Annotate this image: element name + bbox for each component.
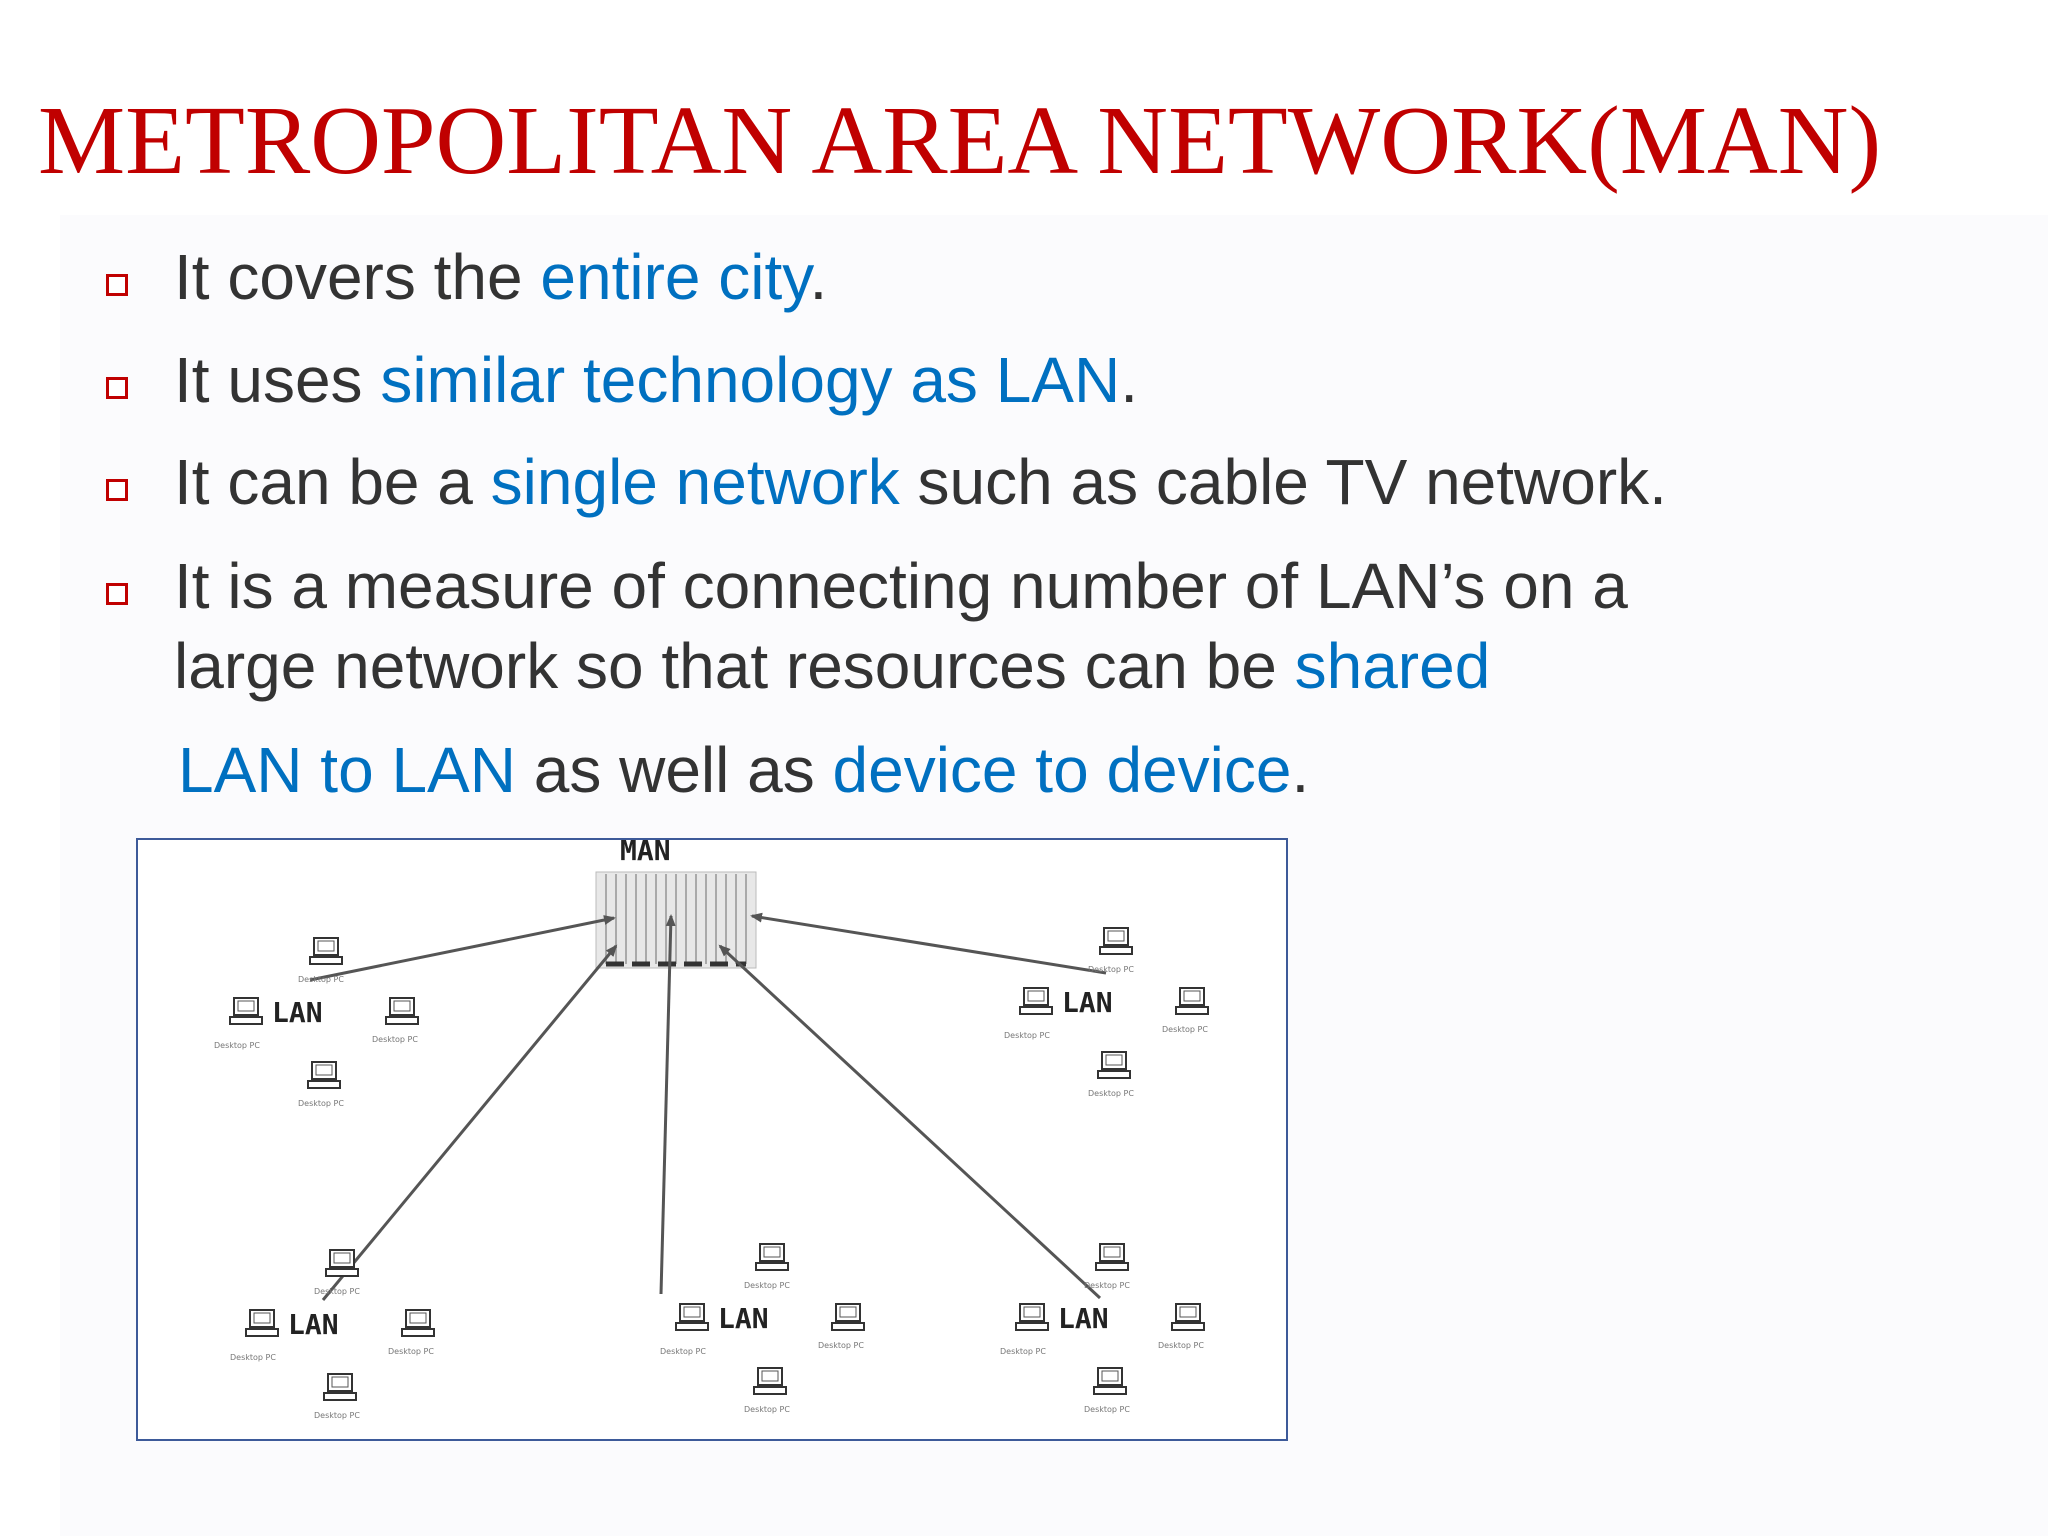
svg-text:Desktop PC: Desktop PC bbox=[1158, 1341, 1204, 1350]
svg-text:Desktop PC: Desktop PC bbox=[744, 1405, 790, 1414]
svg-text:Desktop PC: Desktop PC bbox=[1084, 1405, 1130, 1414]
desktop-pc-icon bbox=[1019, 987, 1053, 1015]
svg-text:Desktop PC: Desktop PC bbox=[818, 1341, 864, 1350]
man-hub-label: MAN bbox=[620, 840, 671, 867]
bullet-marker-icon bbox=[106, 274, 128, 296]
bullet-4-line-3: LAN to LAN as well as device to device. bbox=[178, 738, 1309, 802]
desktop-pc-icon bbox=[831, 1303, 865, 1331]
svg-text:Desktop PC: Desktop PC bbox=[660, 1347, 706, 1356]
svg-text:Desktop PC: Desktop PC bbox=[1162, 1025, 1208, 1034]
svg-text:Desktop PC: Desktop PC bbox=[298, 1099, 344, 1108]
desktop-pc-icon bbox=[245, 1309, 279, 1337]
man-diagram-figure: MAN bbox=[136, 838, 1288, 1441]
svg-text:Desktop PC: Desktop PC bbox=[1000, 1347, 1046, 1356]
desktop-pc-icon bbox=[1095, 1243, 1129, 1271]
bullet-3-part-1: It can be a bbox=[174, 446, 491, 518]
bullet-2-part-1: It uses bbox=[174, 344, 381, 416]
desktop-pc-icon bbox=[325, 1249, 359, 1277]
svg-text:Desktop PC: Desktop PC bbox=[388, 1347, 434, 1356]
bullet-3-text: It can be a single network such as cable… bbox=[174, 450, 1667, 514]
bullet-1-highlight: entire city bbox=[540, 241, 810, 313]
svg-text:Desktop PC: Desktop PC bbox=[214, 1041, 260, 1050]
lan-label: LAN bbox=[718, 1302, 769, 1335]
desktop-pc-icon bbox=[753, 1367, 787, 1395]
lan-cluster: LAN Desktop PC Desktop PC Desktop PC Des… bbox=[1000, 1243, 1205, 1414]
bullet-3-part-3: such as cable TV network. bbox=[899, 446, 1667, 518]
bullet-1-part-3: . bbox=[809, 241, 828, 313]
bullet-4-line-2: large network so that resources can be s… bbox=[174, 634, 1490, 698]
bullet-2-text: It uses similar technology as LAN. bbox=[174, 348, 1138, 412]
svg-text:Desktop PC: Desktop PC bbox=[314, 1287, 360, 1296]
desktop-pc-icon bbox=[401, 1309, 435, 1337]
svg-text:Desktop PC: Desktop PC bbox=[314, 1411, 360, 1420]
desktop-pc-icon bbox=[1015, 1303, 1049, 1331]
svg-text:Desktop PC: Desktop PC bbox=[1084, 1281, 1130, 1290]
bullet-4-line-3-part-2: as well as bbox=[515, 734, 833, 806]
lan-label: LAN bbox=[1058, 1302, 1109, 1335]
lan-label: LAN bbox=[272, 996, 323, 1029]
man-diagram: MAN bbox=[214, 840, 1209, 1420]
svg-text:Desktop PC: Desktop PC bbox=[230, 1353, 276, 1362]
bullet-2-part-3: . bbox=[1120, 344, 1138, 416]
bullet-4-line-3-part-4: . bbox=[1291, 734, 1310, 806]
lan-label: LAN bbox=[288, 1308, 339, 1341]
bullet-marker-icon bbox=[106, 377, 128, 399]
svg-text:Desktop PC: Desktop PC bbox=[1088, 1089, 1134, 1098]
desktop-pc-icon bbox=[307, 1061, 341, 1089]
bullet-1-part-1: It covers the bbox=[174, 241, 541, 313]
lan-cluster: LAN Desktop PC Desktop PC Desktop PC Des… bbox=[1004, 927, 1209, 1098]
bullet-4-line-2-highlight: shared bbox=[1294, 630, 1491, 702]
desktop-pc-icon bbox=[1093, 1367, 1127, 1395]
man-hub-icon bbox=[595, 871, 757, 969]
arrow-lan-bottom-right bbox=[718, 944, 1102, 1300]
svg-text:Desktop PC: Desktop PC bbox=[1088, 965, 1134, 974]
lan-cluster: LAN Desktop PC Desktop PC Desktop PC Des… bbox=[230, 1249, 435, 1420]
slide-title: METROPOLITAN AREA NETWORK(MAN) bbox=[38, 87, 1882, 195]
bullet-4-line-3-highlight-1: LAN to LAN bbox=[178, 734, 516, 806]
desktop-pc-icon bbox=[1171, 1303, 1205, 1331]
bullet-4-line-3-highlight-2: device to device bbox=[832, 734, 1292, 806]
bullet-marker-icon bbox=[106, 583, 128, 605]
bullet-1-text: It covers the entire city. bbox=[174, 245, 827, 309]
desktop-pc-icon bbox=[385, 997, 419, 1025]
svg-text:Desktop PC: Desktop PC bbox=[744, 1281, 790, 1290]
bullet-3-highlight: single network bbox=[490, 446, 900, 518]
arrow-lan-bottom-center bbox=[659, 914, 676, 1295]
svg-text:Desktop PC: Desktop PC bbox=[298, 975, 344, 984]
desktop-pc-icon bbox=[309, 937, 343, 965]
arrow-lan-top-right bbox=[750, 912, 1107, 975]
desktop-pc-icon bbox=[1175, 987, 1209, 1015]
svg-text:Desktop PC: Desktop PC bbox=[1004, 1031, 1050, 1040]
svg-text:Desktop PC: Desktop PC bbox=[372, 1035, 418, 1044]
lan-label: LAN bbox=[1062, 986, 1113, 1019]
bullet-2-highlight: similar technology as LAN bbox=[380, 344, 1121, 416]
desktop-pc-icon bbox=[1099, 927, 1133, 955]
bullet-4-line-2-part-1: large network so that resources can be bbox=[174, 630, 1295, 702]
arrow-lan-bottom-left bbox=[321, 944, 618, 1301]
bullet-marker-icon bbox=[106, 479, 128, 501]
desktop-pc-icon bbox=[675, 1303, 709, 1331]
desktop-pc-icon bbox=[229, 997, 263, 1025]
desktop-pc-icon bbox=[323, 1373, 357, 1401]
lan-cluster: LAN Desktop PC Desktop PC Desktop PC Des… bbox=[214, 937, 419, 1108]
bullet-4-line-1: It is a measure of connecting number of … bbox=[174, 550, 1628, 622]
lan-cluster: LAN Desktop PC Desktop PC Desktop PC Des… bbox=[660, 1243, 865, 1414]
desktop-pc-icon bbox=[755, 1243, 789, 1271]
arrow-lan-top-left bbox=[309, 915, 616, 982]
desktop-pc-icon bbox=[1097, 1051, 1131, 1079]
